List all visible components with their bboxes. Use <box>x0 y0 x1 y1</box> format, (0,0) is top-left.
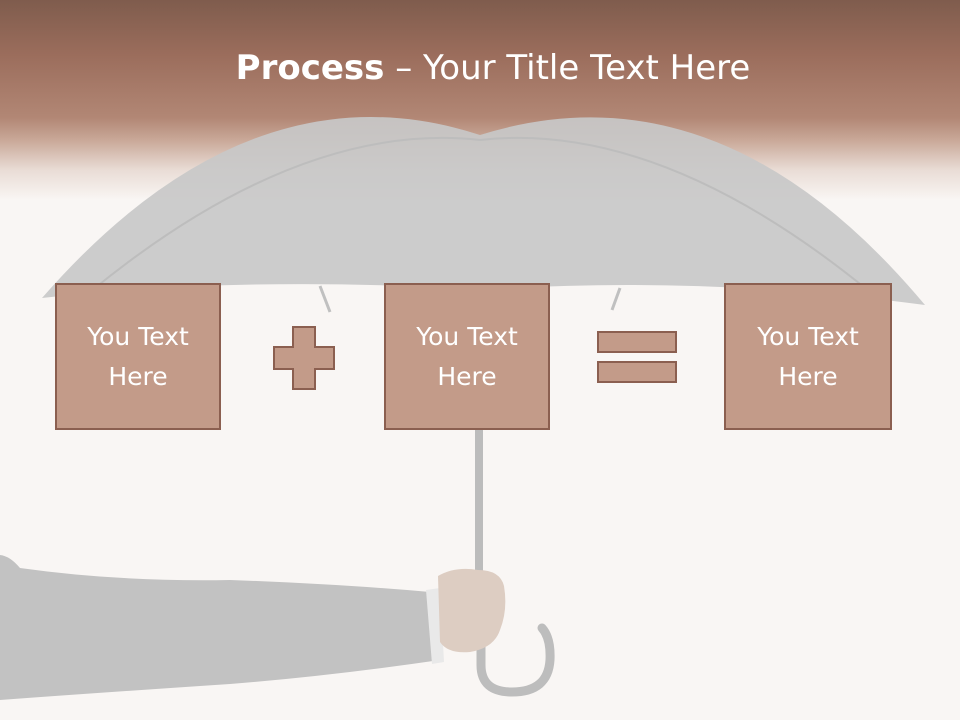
title-bold: Process <box>235 48 385 88</box>
equals-icon <box>597 331 677 383</box>
process-box-1[interactable]: You Text Here <box>55 283 221 430</box>
umbrella-handle <box>476 595 555 697</box>
title-rest: Your Title Text Here <box>423 48 751 88</box>
umbrella-canopy <box>42 117 925 305</box>
process-box-label: You Text Here <box>416 321 518 391</box>
process-box-2[interactable]: You Text Here <box>384 283 550 430</box>
umbrella-shaft <box>475 430 483 580</box>
page-title: Process – Your Title Text Here <box>0 48 960 88</box>
hand <box>438 568 506 653</box>
plus-icon <box>273 326 335 390</box>
process-box-label: You Text Here <box>87 321 189 391</box>
process-box-3[interactable]: You Text Here <box>724 283 892 430</box>
title-separator: – <box>384 48 424 88</box>
arm-sleeve <box>0 555 440 700</box>
process-box-label: You Text Here <box>757 321 859 391</box>
